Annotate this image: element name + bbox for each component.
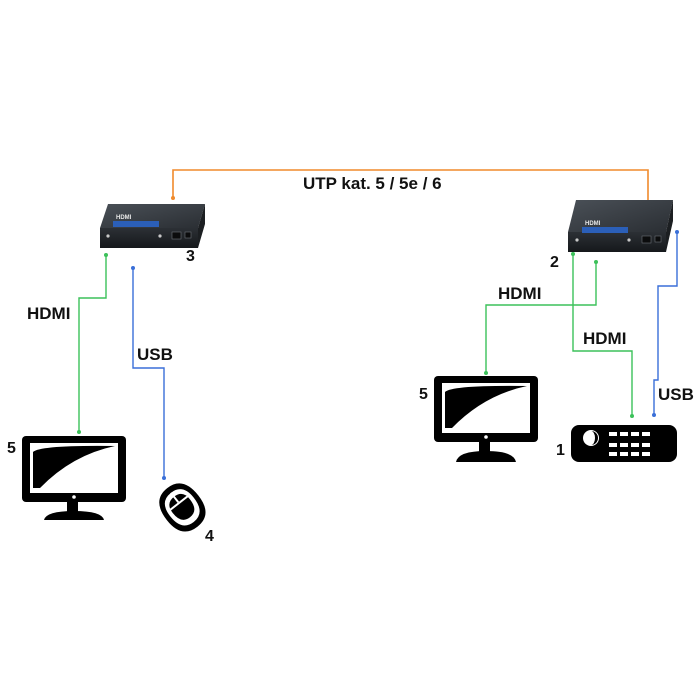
utp-cable-label: UTP kat. 5 / 5e / 6 [303, 174, 442, 193]
utp-cable [172, 169, 649, 205]
right-hdmi-out-cable [485, 262, 597, 373]
right-usb-bottom-end [652, 413, 656, 417]
right-hdmi-in-label: HDMI [583, 329, 627, 348]
utp-left-end [171, 196, 175, 200]
svg-text:HDMI: HDMI [116, 215, 132, 221]
right-hdmi-out-label: HDMI [498, 284, 542, 303]
left-usb-top-end [131, 266, 135, 270]
mouse-icon [159, 483, 206, 532]
left-hdmi-label: HDMI [27, 304, 71, 323]
left-usb-label: USB [137, 345, 173, 364]
right-usb-top-end [675, 230, 679, 234]
right-hdmi-in-cable [572, 254, 633, 416]
right-hdmi-out-top-end [594, 260, 598, 264]
source-number: 1 [556, 442, 565, 459]
right-hdmi-in-top-end [571, 252, 575, 256]
right-device-number: 2 [550, 254, 559, 271]
left-hdmi-bottom-end [77, 430, 81, 434]
monitor-icon-left [22, 436, 126, 520]
left-usb-bottom-end [162, 476, 166, 480]
right-transmitter-device: HDMI [568, 200, 673, 252]
monitor-icon-right [434, 376, 538, 462]
right-usb-cable [653, 232, 678, 415]
mouse-number: 4 [205, 528, 214, 545]
source-player-icon [571, 425, 677, 462]
left-device-number: 3 [186, 248, 195, 265]
svg-text:HDMI: HDMI [585, 221, 601, 227]
left-receiver-device: HDMI [100, 204, 205, 248]
right-usb-label: USB [658, 385, 694, 404]
left-usb-cable [132, 268, 165, 478]
right-hdmi-out-bottom-end [484, 371, 488, 375]
right-monitor-number: 5 [419, 386, 428, 403]
left-hdmi-top-end [104, 253, 108, 257]
left-hdmi-cable [78, 255, 107, 432]
left-monitor-number: 5 [7, 440, 16, 457]
right-hdmi-in-bottom-end [630, 414, 634, 418]
